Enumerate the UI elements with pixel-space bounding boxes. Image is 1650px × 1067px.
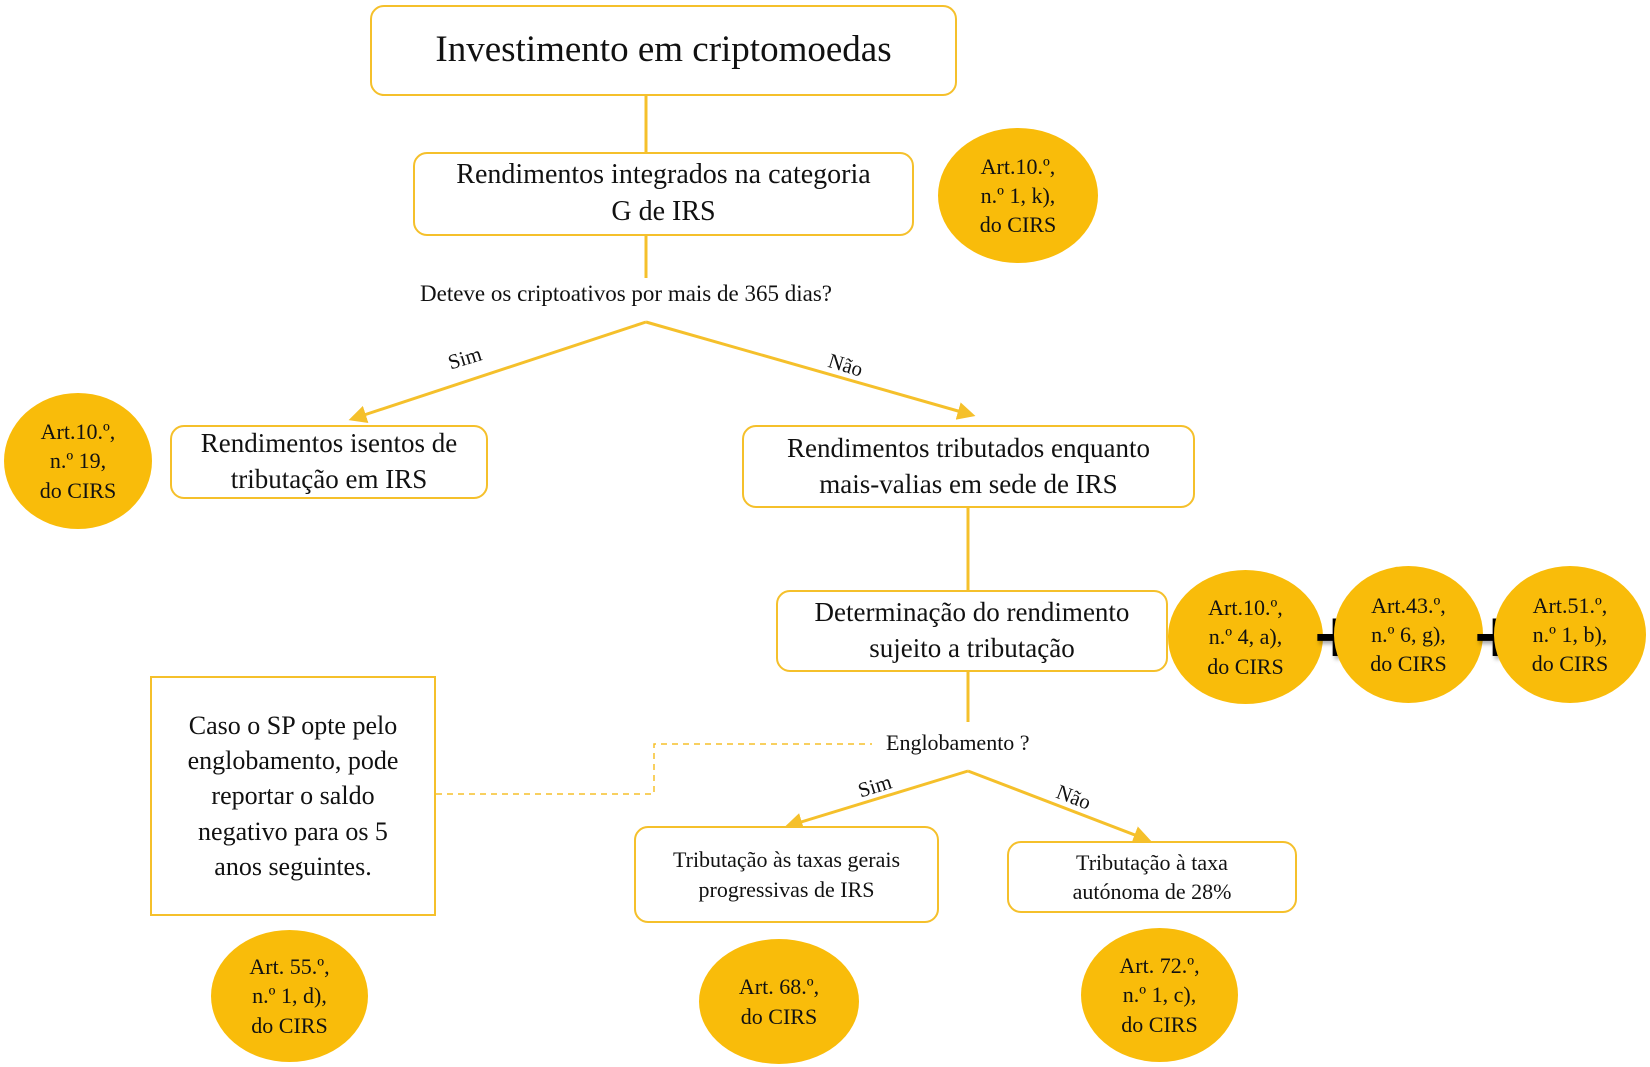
ref-line: Art.43.º, <box>1371 592 1446 618</box>
ref-line: Art. 72.º, <box>1119 953 1200 979</box>
ref-line: n.º 19, <box>49 448 107 474</box>
ref-line: do CIRS <box>1121 1011 1198 1037</box>
ref-line: Art.10.º, <box>1208 595 1283 621</box>
autonomous-line-1: Tributação à taxa <box>1076 849 1228 875</box>
autonomous-line-2: autónoma de 28% <box>1072 879 1232 904</box>
ref-line: do CIRS <box>39 477 117 503</box>
note-line: englobamento, pode <box>187 746 399 776</box>
arrow-nao-2 <box>967 769 1152 844</box>
ref-art10-4a: Art.10.º, n.º 4, a), do CIRS <box>1168 570 1323 704</box>
ref-line: do CIRS <box>1531 651 1609 677</box>
ref-line: n.º 1, c), <box>1122 982 1197 1008</box>
dashed-connector-note <box>436 743 872 795</box>
ref-line: n.º 1, b), <box>1532 621 1608 647</box>
capital-gains-box: Rendimentos tributados enquanto mais-val… <box>742 425 1195 508</box>
ref-art72-1c: Art. 72.º, n.º 1, c), do CIRS <box>1081 928 1238 1062</box>
ref-line: n.º 1, d), <box>252 983 327 1009</box>
ref-art51-1b: Art.51.º, n.º 1, b), do CIRS <box>1494 566 1646 703</box>
ref-line: Art.51.º, <box>1532 592 1608 618</box>
ref-line: Art.10.º, <box>980 153 1056 179</box>
ref-line: do CIRS <box>1207 653 1284 679</box>
determination-line-2: sujeito a tributação <box>869 633 1075 663</box>
ref-art10-19: Art.10.º, n.º 19, do CIRS <box>4 393 152 529</box>
ref-line: Art.10.º, <box>40 419 116 445</box>
progressive-tax-box: Tributação às taxas gerais progressivas … <box>634 826 939 923</box>
arrow-nao-1 <box>645 320 976 420</box>
ref-line: do CIRS <box>979 212 1057 238</box>
ref-line: Art. 55.º, <box>249 954 330 980</box>
ref-line: n.º 6, g), <box>1371 621 1446 647</box>
progressive-line-2: progressivas de IRS <box>698 876 875 902</box>
title-box: Investimento em criptomoedas <box>370 5 957 96</box>
progressive-line-1: Tributação às taxas gerais <box>672 847 901 873</box>
question-holding-period: Deteve os criptoativos por mais de 365 d… <box>420 281 832 306</box>
question-englobamento: Englobamento ? <box>886 730 1030 755</box>
exempt-line-2: tributação em IRS <box>230 464 428 494</box>
ref-line: do CIRS <box>1370 651 1447 677</box>
ref-line: n.º 4, a), <box>1208 624 1283 650</box>
determination-box: Determinação do rendimento sujeito a tri… <box>776 590 1168 672</box>
exempt-line-1: Rendimentos isentos de <box>200 428 458 459</box>
note-box: Caso o SP opte pelo englobamento, pode r… <box>150 676 436 916</box>
ref-art10-1k: Art.10.º, n.º 1, k), do CIRS <box>938 128 1098 263</box>
note-line: Caso o SP opte pelo <box>188 711 398 741</box>
exempt-box: Rendimentos isentos de tributação em IRS <box>170 425 488 499</box>
category-g-box: Rendimentos integrados na categoria G de… <box>413 152 914 236</box>
determination-line-1: Determinação do rendimento <box>814 597 1130 628</box>
ref-line: do CIRS <box>251 1012 328 1038</box>
ref-line: do CIRS <box>740 1003 818 1029</box>
category-g-line-1: Rendimentos integrados na categoria <box>456 159 871 191</box>
ref-art55-1d: Art. 55.º, n.º 1, d), do CIRS <box>211 930 368 1062</box>
note-line: negativo para os 5 <box>198 816 388 846</box>
ref-art43-6g: Art.43.º, n.º 6, g), do CIRS <box>1334 566 1483 703</box>
capital-gains-line-1: Rendimentos tributados enquanto <box>787 432 1150 463</box>
arrow-sim-2 <box>784 769 969 831</box>
note-line: reportar o saldo <box>211 781 375 811</box>
ref-art68: Art. 68.º, do CIRS <box>699 939 859 1064</box>
ref-line: Art. 68.º, <box>738 974 820 1000</box>
title-text: Investimento em criptomoedas <box>435 29 892 71</box>
arrow-sim-1 <box>348 320 647 424</box>
category-g-line-2: G de IRS <box>611 196 716 227</box>
capital-gains-line-2: mais-valias em sede de IRS <box>819 468 1118 499</box>
note-line: anos seguintes. <box>214 851 372 881</box>
ref-line: n.º 1, k), <box>980 182 1056 208</box>
autonomous-tax-box: Tributação à taxa autónoma de 28% <box>1007 841 1297 913</box>
